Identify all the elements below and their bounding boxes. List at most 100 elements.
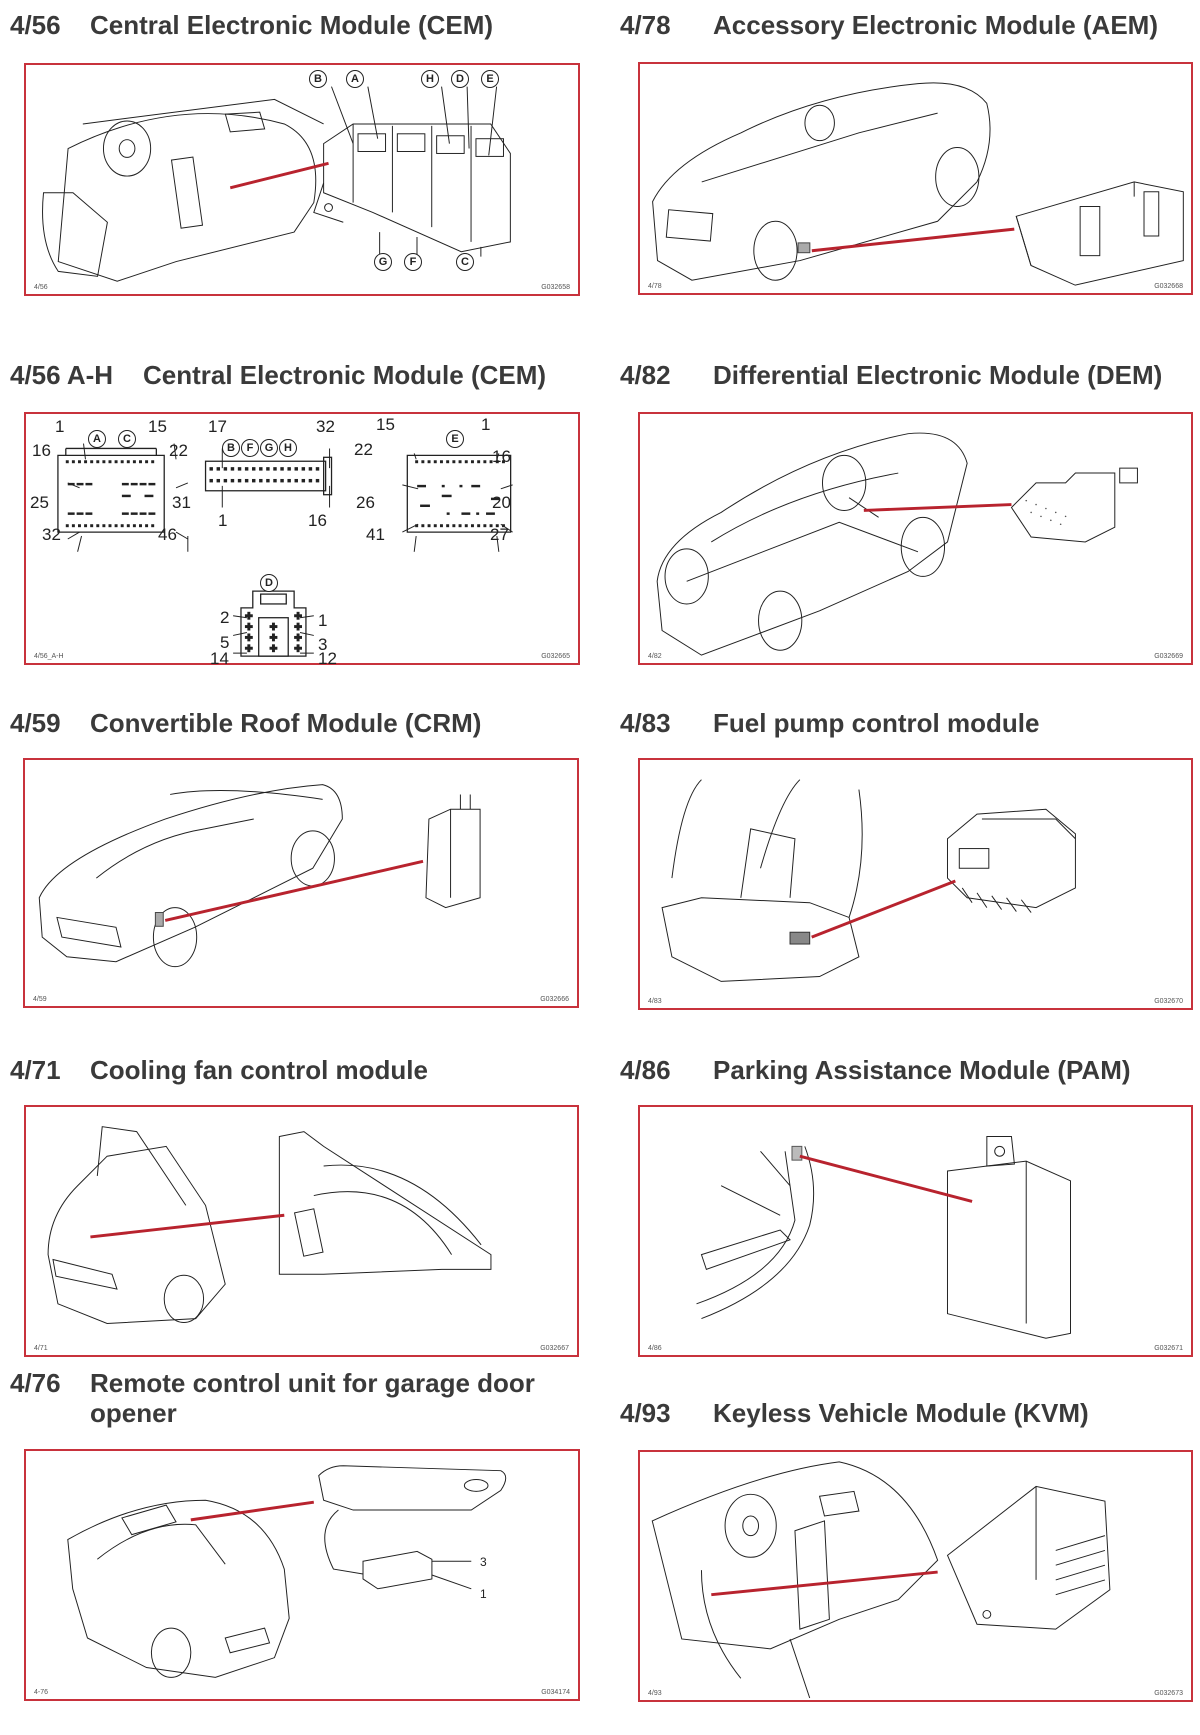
- figure-frame: 4/78 G032668: [638, 62, 1193, 295]
- figure-number: 4/83: [620, 708, 671, 738]
- figure-number: 4/86: [620, 1055, 671, 1085]
- pin-hole: [108, 524, 112, 528]
- leader-line: [229, 161, 329, 190]
- figure-title: Central Electronic Module (CEM): [143, 360, 547, 390]
- figure-number: 4/82: [620, 360, 671, 390]
- connector-diagram: [57, 443, 513, 657]
- pin-hole: [501, 460, 505, 464]
- pin-hole: [464, 460, 468, 464]
- pin-hole: [470, 524, 474, 528]
- pin-number: 16: [32, 441, 51, 460]
- pin-hole: [308, 467, 313, 471]
- pin-number: 15: [376, 415, 395, 434]
- figure-ref: 4/56: [34, 284, 48, 291]
- pin-hole: [294, 478, 298, 483]
- pin-hole: [90, 460, 94, 464]
- pin-number: 32: [42, 525, 61, 544]
- pin-hole: [102, 460, 106, 464]
- figure-title: Convertible Roof Module (CRM): [90, 708, 482, 738]
- pin-slot: [471, 484, 481, 488]
- pin-hole: [145, 460, 149, 464]
- pin-hole: [126, 460, 130, 464]
- wheel-rear: [822, 454, 867, 511]
- figure-title: Accessory Electronic Module (AEM): [713, 10, 1158, 40]
- pin-hole: [139, 524, 142, 528]
- pin-slot: [441, 484, 445, 488]
- pin-hole: [452, 460, 456, 464]
- pin-hole: [77, 460, 81, 464]
- pin-hole: [259, 478, 263, 483]
- pin-slot: [476, 512, 480, 515]
- fan-module: [293, 1208, 324, 1257]
- pin-slot: [121, 494, 131, 498]
- wheel-front-right: [758, 590, 803, 651]
- pin-hole: [458, 460, 462, 464]
- seat-outline: [42, 192, 108, 277]
- front-wheel: [163, 1274, 205, 1324]
- wheel-rear-right: [900, 516, 946, 577]
- leader-line: [811, 227, 1015, 253]
- figure-ref: 4/56_A-H: [34, 653, 64, 660]
- pin-number: 15: [148, 417, 167, 436]
- pin-slot: [76, 482, 84, 486]
- figure-ref: 4/83: [648, 998, 662, 1005]
- pin-hole: [489, 460, 493, 464]
- pin-hole: [427, 524, 431, 528]
- pin-hole: [120, 524, 124, 528]
- figure-title-line-1: Remote control unit for garage door: [90, 1368, 535, 1398]
- pin-number: 17: [208, 417, 227, 436]
- figure-frame: 4/86 G032671: [638, 1105, 1193, 1357]
- pin-hole: [483, 524, 487, 528]
- pin-hole: [273, 478, 277, 483]
- pin-hole: [71, 460, 75, 464]
- pin-hole: [252, 478, 256, 483]
- callout-f: F: [404, 253, 422, 271]
- figure-number: 4/78: [620, 10, 671, 40]
- figure-title: Fuel pump control module: [713, 708, 1040, 738]
- crm-illustration: [38, 784, 481, 968]
- pin-hole: [433, 524, 437, 528]
- pin-hole: [230, 467, 235, 471]
- pin-cross: [294, 646, 302, 650]
- front-wheel: [150, 1627, 192, 1678]
- figure-frame: 3 1 4-76 G034174: [24, 1449, 580, 1701]
- pin-hole: [452, 524, 456, 528]
- fuel-pump-location-marker: [789, 931, 811, 945]
- pin-hole: [421, 460, 425, 464]
- pin-hole: [65, 460, 69, 464]
- pin-number: 26: [356, 493, 375, 512]
- figure-frame: 4/93 G032673: [638, 1450, 1193, 1702]
- connector-label-c: C: [118, 430, 136, 448]
- figure-code: G032673: [1154, 1690, 1183, 1697]
- connector-d-shell: [240, 590, 307, 657]
- pam-illustration: [696, 1136, 1071, 1339]
- dem-illustration: [656, 432, 1138, 656]
- pam-box-outline: [946, 1160, 1071, 1339]
- pin-hole: [315, 467, 320, 471]
- figure-ref: 4/71: [34, 1345, 48, 1352]
- figure-number: 4/56: [10, 10, 61, 40]
- figure-code: G032665: [541, 653, 570, 660]
- connector-label-f: F: [241, 439, 259, 457]
- pin-number: 41: [366, 525, 385, 544]
- pin-hole: [216, 467, 221, 471]
- center-console: [170, 156, 204, 229]
- kvm-box-outline: [946, 1485, 1111, 1630]
- pin-number: 14: [210, 649, 229, 668]
- pin-hole: [108, 460, 112, 464]
- steering-wheel: [102, 120, 152, 177]
- leader-line: [811, 879, 956, 939]
- pin-hole: [280, 467, 284, 471]
- pin-slot: [148, 482, 156, 486]
- pin-hole: [151, 524, 155, 528]
- figure-ref: 4/59: [33, 996, 47, 1003]
- fuel-pump-illustration: [661, 779, 1076, 982]
- car-front-outline: [47, 1145, 226, 1325]
- pin-hole: [223, 478, 228, 483]
- pin-number: 31: [172, 493, 191, 512]
- wheel-rear: [935, 147, 980, 208]
- pin-slot: [85, 482, 93, 486]
- sunroof: [121, 1504, 177, 1536]
- pin-hole: [294, 467, 298, 471]
- convertible-body-outline: [38, 784, 343, 963]
